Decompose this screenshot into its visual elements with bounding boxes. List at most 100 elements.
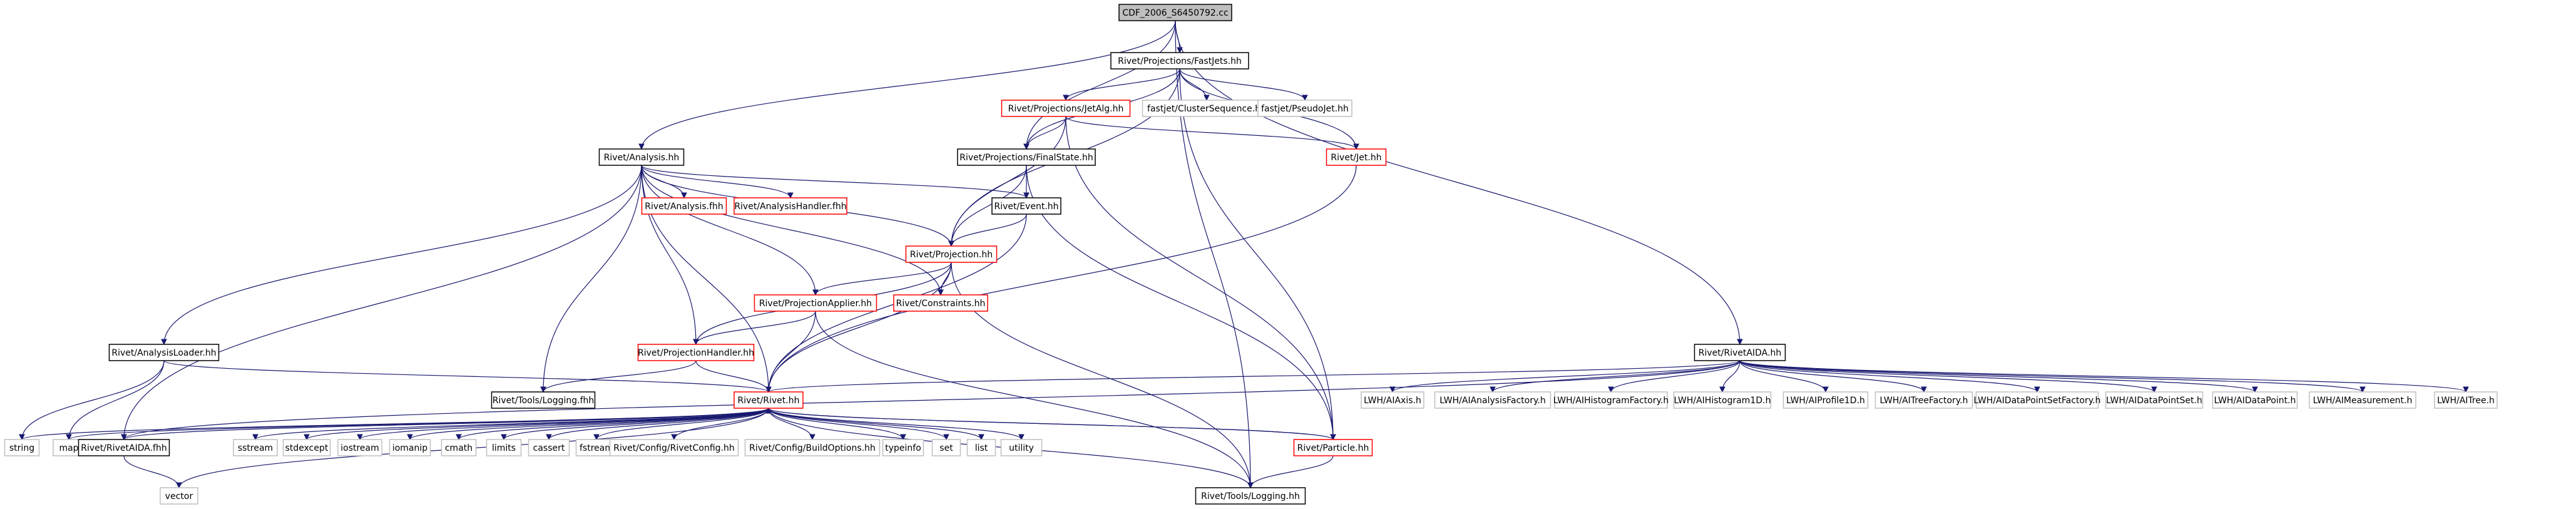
- node-label-projhandler: Rivet/ProjectionHandler.hh: [638, 348, 754, 358]
- edge-arrowhead-rivethh-to-rivetconfig: [671, 434, 677, 441]
- edge-arrowhead-rivethh-to-cmath: [456, 434, 462, 441]
- edge-analysis-to-rivetaidafhh: [123, 165, 642, 440]
- edge-analysis-to-projapplier: [641, 165, 816, 296]
- node-label-cmath: cmath: [445, 443, 473, 453]
- edge-arrowhead-jetalg-to-finalstate: [1023, 143, 1030, 150]
- edge-rivetaida-to-idatapoint: [1739, 360, 2256, 393]
- edge-arrowhead-rivethh-to-particle: [1330, 434, 1336, 441]
- edge-arrowhead-rivethh-to-string: [19, 434, 25, 441]
- edge-particle-to-logginghh: [1250, 455, 1334, 488]
- node-particle[interactable]: Rivet/Particle.hh: [1293, 439, 1373, 456]
- edge-jetalg-to-projection: [951, 116, 1066, 247]
- node-projection[interactable]: Rivet/Projection.hh: [905, 245, 998, 263]
- edge-arrowhead-rivetaida-to-iaxis: [1389, 386, 1396, 393]
- edge-rivetaida-to-rivethh: [768, 360, 1740, 393]
- edge-jetalg-to-jet: [1065, 116, 1357, 150]
- edge-analysisloader-to-rivethh: [163, 360, 769, 393]
- edge-arrowhead-cc-to-fastjets: [1177, 47, 1183, 54]
- edge-arrowhead-cc-to-rivetaida: [1737, 339, 1743, 346]
- node-imeasurement: LWH/AIMeasurement.h: [2309, 391, 2416, 409]
- node-box-ihistogramfactory: [1554, 391, 1668, 409]
- node-box-loggingfhh: [491, 391, 596, 409]
- node-analysis[interactable]: Rivet/Analysis.hh: [598, 148, 685, 166]
- node-projapplier[interactable]: Rivet/ProjectionApplier.hh: [754, 294, 877, 312]
- node-label-vector: vector: [165, 491, 193, 501]
- node-label-itreefactory: LWH/AITreeFactory.h: [1880, 396, 1968, 406]
- node-label-particle: Rivet/Particle.hh: [1297, 443, 1369, 453]
- node-label-rivetaida: Rivet/RivetAIDA.hh: [1699, 348, 1782, 358]
- node-box-cassert: [528, 439, 570, 456]
- edge-arrowhead-jetalg-to-jet: [1353, 143, 1359, 150]
- node-vector: vector: [160, 487, 198, 505]
- node-constraints[interactable]: Rivet/Constraints.hh: [893, 294, 988, 312]
- node-label-list: list: [975, 443, 988, 453]
- edge-arrowhead-projhandler-to-loggingfhh: [540, 386, 546, 393]
- node-label-constraints: Rivet/Constraints.hh: [896, 299, 986, 309]
- node-fastjets[interactable]: Rivet/Projections/FastJets.hh: [1110, 52, 1249, 69]
- node-box-analysis: [598, 148, 685, 166]
- edge-finalstate-to-projection: [951, 165, 1027, 247]
- node-utility: utility: [1000, 439, 1043, 456]
- node-rivetaidafhh[interactable]: Rivet/RivetAIDA.fhh: [78, 439, 170, 456]
- edge-projection-to-logginghh: [951, 262, 1251, 488]
- edge-rivethh-to-fstream: [596, 408, 769, 440]
- node-analysisloader[interactable]: Rivet/AnalysisLoader.hh: [108, 344, 220, 361]
- node-loggingfhh[interactable]: Rivet/Tools/Logging.fhh: [491, 391, 596, 409]
- edge-arrowhead-particle-to-logginghh: [1247, 482, 1254, 489]
- node-jetalg[interactable]: Rivet/Projections/JetAlg.hh: [1001, 100, 1131, 117]
- edge-arrowhead-rivetaida-to-imeasurement: [2359, 386, 2366, 393]
- node-buildoptions: Rivet/Config/BuildOptions.hh: [744, 439, 881, 456]
- node-box-iomanip: [389, 439, 431, 456]
- node-finalstate[interactable]: Rivet/Projections/FinalState.hh: [957, 148, 1096, 166]
- node-label-iomanip: iomanip: [392, 443, 427, 453]
- node-pseudojet: fastjet/PseudoJet.hh: [1257, 100, 1352, 117]
- node-box-analysisfhh: [641, 197, 727, 215]
- node-box-projhandler: [637, 344, 755, 361]
- node-box-imeasurement: [2309, 391, 2416, 409]
- edge-arrowhead-rivethh-to-utility: [1018, 434, 1025, 441]
- edge-arrowhead-event-to-projection: [948, 240, 954, 247]
- edge-analysisloader-to-string: [21, 360, 165, 440]
- node-analysisfhh[interactable]: Rivet/Analysis.fhh: [641, 197, 727, 215]
- edge-rivethh-to-list: [768, 408, 982, 440]
- edge-rivetaida-to-iaxis: [1392, 360, 1740, 393]
- node-label-map: map: [59, 443, 78, 453]
- node-label-projapplier: Rivet/ProjectionApplier.hh: [759, 299, 872, 309]
- edge-rivethh-to-utility: [768, 408, 1022, 440]
- edge-fastjets-to-particle: [1179, 68, 1334, 440]
- edge-jet-to-rivethh: [768, 165, 1357, 393]
- edge-event-to-projection: [951, 213, 1027, 247]
- edge-arrowhead-cc-to-analysis: [638, 143, 645, 150]
- edge-arrowhead-projapplier-to-projhandler: [693, 339, 699, 346]
- edge-arrowhead-rivethh-to-iostream: [357, 434, 363, 441]
- node-box-itreefactory: [1874, 391, 1973, 409]
- edge-analysis-to-projhandler: [641, 165, 697, 345]
- edge-projhandler-to-loggingfhh: [543, 360, 697, 393]
- node-cc[interactable]: CDF_2006_S6450792.cc: [1118, 4, 1232, 21]
- node-ihistogramfactory: LWH/AIHistogramFactory.h: [1553, 391, 1669, 409]
- node-rivetaida[interactable]: Rivet/RivetAIDA.hh: [1694, 344, 1786, 361]
- node-limits: limits: [486, 439, 522, 456]
- node-clusterseq: fastjet/ClusterSequence.hh: [1142, 100, 1272, 117]
- node-jet[interactable]: Rivet/Jet.hh: [1326, 148, 1387, 166]
- node-sstream: sstream: [233, 439, 278, 456]
- node-set: set: [931, 439, 961, 456]
- node-box-logginghh: [1195, 487, 1306, 505]
- node-label-analysisloader: Rivet/AnalysisLoader.hh: [111, 348, 216, 358]
- node-label-iaxis: LWH/AIAxis.h: [1364, 396, 1421, 406]
- edge-arrowhead-analysis-to-analysisloader: [161, 339, 167, 346]
- edge-arrowhead-rivetaida-to-itreefactory: [1921, 386, 1927, 393]
- node-logginghh[interactable]: Rivet/Tools/Logging.hh: [1195, 487, 1306, 505]
- node-projhandler[interactable]: Rivet/ProjectionHandler.hh: [637, 344, 755, 361]
- node-box-analysishandlerfhh: [733, 197, 847, 215]
- node-rivethh[interactable]: Rivet/Rivet.hh: [733, 391, 804, 409]
- edge-analysis-to-analysishandlerfhh: [641, 165, 791, 198]
- node-box-sstream: [233, 439, 278, 456]
- node-label-jetalg: Rivet/Projections/JetAlg.hh: [1008, 104, 1124, 114]
- node-label-buildoptions: Rivet/Config/BuildOptions.hh: [749, 443, 876, 453]
- node-analysishandlerfhh[interactable]: Rivet/AnalysisHandler.fhh: [733, 197, 847, 215]
- node-event[interactable]: Rivet/Event.hh: [991, 197, 1061, 215]
- node-box-string: [4, 439, 40, 456]
- edge-projapplier-to-rivethh: [768, 311, 816, 393]
